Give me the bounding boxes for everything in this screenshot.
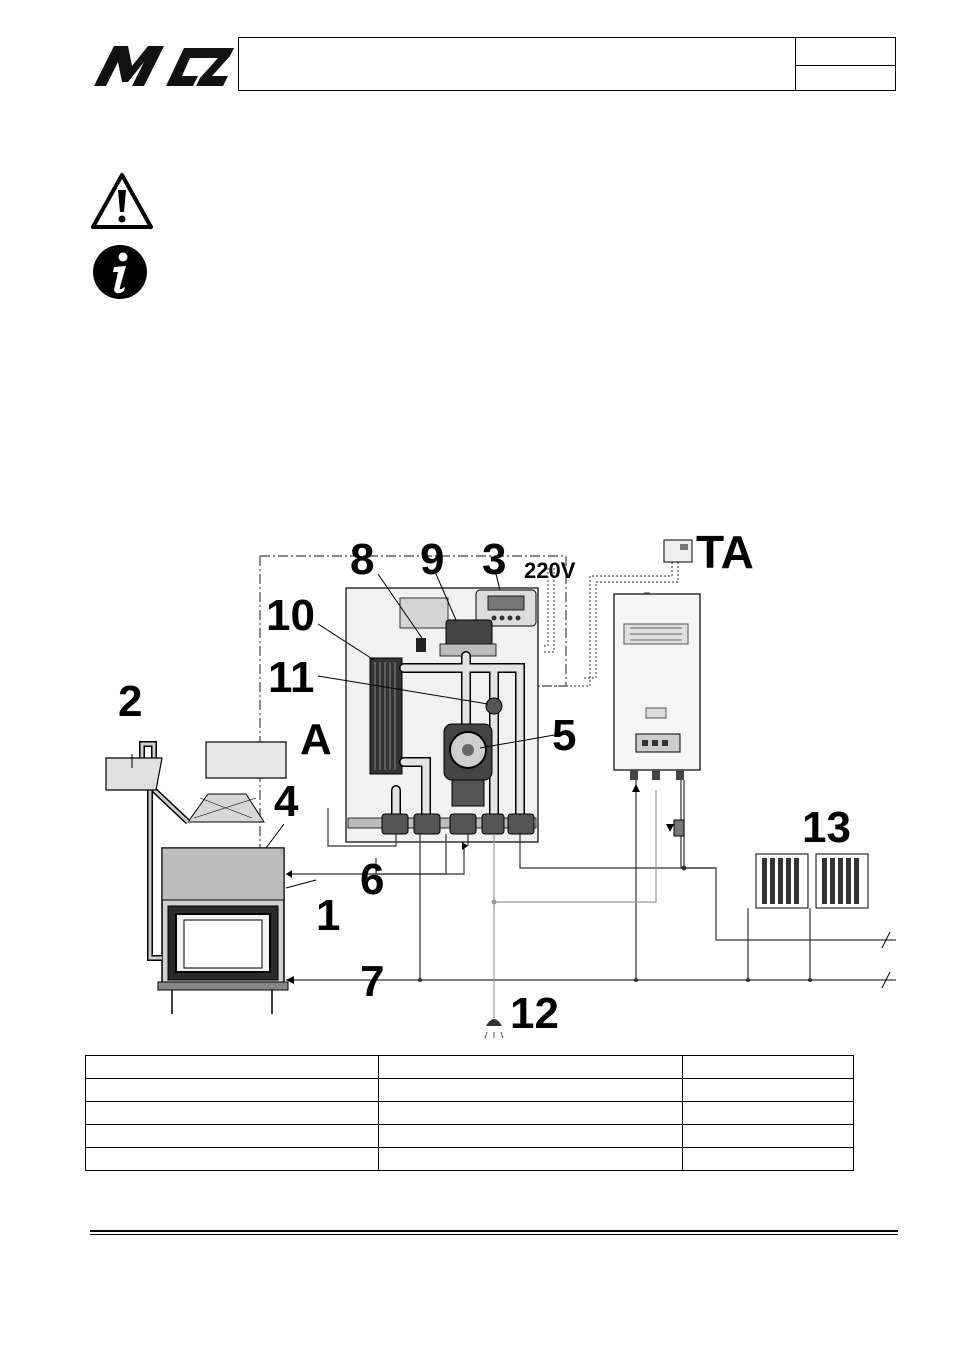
heating-system-diagram: 8 9 3 220V TA 10 11 2 A 5 4 13 6 1 7 12 [105,528,896,1039]
legend-cell [682,1078,854,1102]
label-7: 7 [360,957,384,1006]
room-thermostat [663,539,693,563]
label-4: 4 [274,777,299,826]
distribution-pipes [286,780,896,981]
legend-cell [85,1147,379,1171]
legend-cell [378,1124,683,1148]
legend-row [85,1078,854,1102]
legend-cell [682,1101,854,1125]
footer-rule [90,1230,898,1232]
footer-rule-thin [90,1234,898,1235]
legend-cell [682,1055,854,1079]
label-ta: TA [696,528,754,578]
label-12: 12 [510,989,559,1038]
label-1: 1 [316,891,340,940]
label-2: 2 [118,677,142,726]
gray-pipes [493,790,657,1018]
mcz-logo [94,46,234,86]
legend-cell [378,1101,683,1125]
legend-cell [85,1078,379,1102]
legend-table [85,1055,854,1171]
legend-row [85,1124,854,1148]
header-box [238,37,896,91]
legend-cell [378,1055,683,1079]
legend-cell [682,1147,854,1171]
label-9: 9 [420,535,444,584]
legend-table-body [85,1055,854,1171]
label-6: 6 [360,855,384,904]
expansion-vessel [105,757,163,791]
leader-lines [131,573,561,889]
label-3: 3 [482,535,506,584]
warning-triangle-icon [91,173,153,229]
wall-boiler [613,592,701,780]
electrical-wires [534,562,679,687]
label-5: 5 [552,711,576,760]
pipe-break-marks [881,931,891,989]
header-cell-top [795,38,895,66]
legend-cell [85,1124,379,1148]
fireplace-unit [157,741,289,1014]
label-a: A [300,715,332,764]
shower-head [484,1019,504,1039]
legend-row [85,1147,854,1171]
legend-cell [378,1078,683,1102]
hydraulic-module [345,587,539,843]
flow-arrows [286,784,674,984]
info-circle-icon [93,245,147,299]
legend-row [85,1101,854,1125]
legend-row [85,1055,854,1079]
boiler-outlet-valve [673,819,685,837]
label-13: 13 [802,803,851,852]
label-11: 11 [268,653,315,702]
legend-cell [85,1101,379,1125]
label-10: 10 [266,591,315,640]
legend-cell [682,1124,854,1148]
header-cell-bottom [795,66,895,91]
label-8: 8 [350,535,374,584]
label-voltage: 220V [524,558,576,583]
legend-cell [378,1147,683,1171]
pipe-junctions [418,865,812,982]
legend-cell [85,1055,379,1079]
radiators [755,853,869,909]
